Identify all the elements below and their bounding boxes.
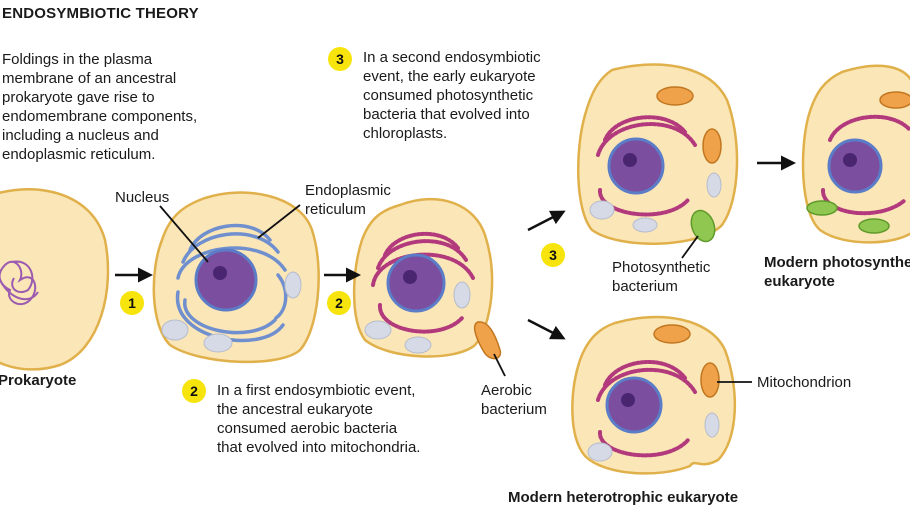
text-line: In a first endosymbiotic event, <box>217 382 416 399</box>
nucleus <box>194 248 258 312</box>
prokaryote-dna <box>0 260 39 306</box>
nucleus-label: Nucleus <box>115 189 170 206</box>
step-1-badge: 1 <box>120 291 144 315</box>
text-line: that evolved into mitochondria. <box>217 439 421 456</box>
nucleus <box>386 253 446 313</box>
vacuole <box>453 281 471 309</box>
mitochondrion-label: Mitochondrion <box>757 374 852 391</box>
engulfing-eukaryote-cell <box>352 197 502 360</box>
er-label-line1: Endoplasmic <box>305 182 391 199</box>
mitochondrion <box>700 362 720 398</box>
nucleolus <box>843 153 857 167</box>
step-2-badge-small: 2 <box>327 291 351 315</box>
text-line: consumed photosynthetic <box>363 87 534 104</box>
vacuole <box>706 172 722 198</box>
early-eukaryote-cell <box>152 191 320 364</box>
text-line: In a second endosymbiotic <box>363 49 541 66</box>
vacuole <box>632 217 658 233</box>
arrow <box>527 318 566 340</box>
text-line: Foldings in the plasma <box>2 51 153 68</box>
text-line: chloroplasts. <box>363 125 448 142</box>
nucleolus <box>621 393 635 407</box>
vacuole <box>284 271 302 299</box>
prokaryote-label: Prokaryote <box>0 372 77 389</box>
vacuole <box>587 442 613 462</box>
arrow <box>527 210 566 232</box>
aerobic-label-line2: bacterium <box>481 401 547 418</box>
modern-photosynthetic-label-line2: eukaryote <box>764 273 835 290</box>
text-line: endomembrane components, <box>2 108 198 125</box>
chloroplast <box>858 218 890 234</box>
text-line: endoplasmic reticulum. <box>2 146 156 163</box>
text-line: event, the early eukaryote <box>363 68 536 85</box>
mitochondrion <box>879 91 910 109</box>
text-line: bacteria that evolved into <box>363 106 530 123</box>
diagram-title: ENDOSYMBIOTIC THEORY <box>2 5 199 22</box>
arrows <box>115 155 796 340</box>
leader-lines <box>159 204 752 383</box>
vacuole <box>704 412 720 438</box>
vacuole <box>364 320 392 340</box>
aerobic-bacterium <box>473 321 502 360</box>
text-line: membrane of an ancestral <box>2 70 177 87</box>
aerobic-label-line1: Aerobic <box>481 382 532 399</box>
photosynthetic-label-line2: bacterium <box>612 278 678 295</box>
photosynthetic-engulfing-cell <box>576 63 739 245</box>
text-line: the ancestral eukaryote <box>217 401 373 418</box>
photosynthetic-bacterium <box>690 209 716 243</box>
er-label-line2: reticulum <box>305 201 366 218</box>
text-line: consumed aerobic bacteria <box>217 420 398 437</box>
step-2-badge: 2 <box>182 379 206 403</box>
vacuole <box>404 336 432 354</box>
mitochondrion <box>702 128 722 164</box>
step-3-badge-small: 3 <box>541 243 565 267</box>
nucleolus <box>403 270 417 284</box>
mitochondrion <box>656 86 694 106</box>
vacuole <box>589 200 615 220</box>
heterotrophic-label: Modern heterotrophic eukaryote <box>508 489 739 506</box>
text-line: including a nucleus and <box>2 127 159 144</box>
text-line: prokaryote gave rise to <box>2 89 155 106</box>
nucleus <box>607 137 665 195</box>
photosynthetic-label-line1: Photosynthetic <box>612 259 711 276</box>
vacuole <box>161 319 189 341</box>
step-3-badge: 3 <box>328 47 352 71</box>
nucleolus <box>623 153 637 167</box>
prokaryote-cell <box>0 188 110 371</box>
mitochondrion <box>653 324 691 344</box>
nucleolus <box>213 266 227 280</box>
vacuole <box>203 333 233 353</box>
nucleus <box>605 376 663 434</box>
modern-photosynthetic-label-line1: Modern photosynthetic <box>764 254 910 271</box>
modern-photosynthetic-cell <box>801 64 910 244</box>
modern-heterotrophic-cell <box>571 315 737 475</box>
chloroplast <box>806 200 838 216</box>
nucleus <box>827 138 883 194</box>
